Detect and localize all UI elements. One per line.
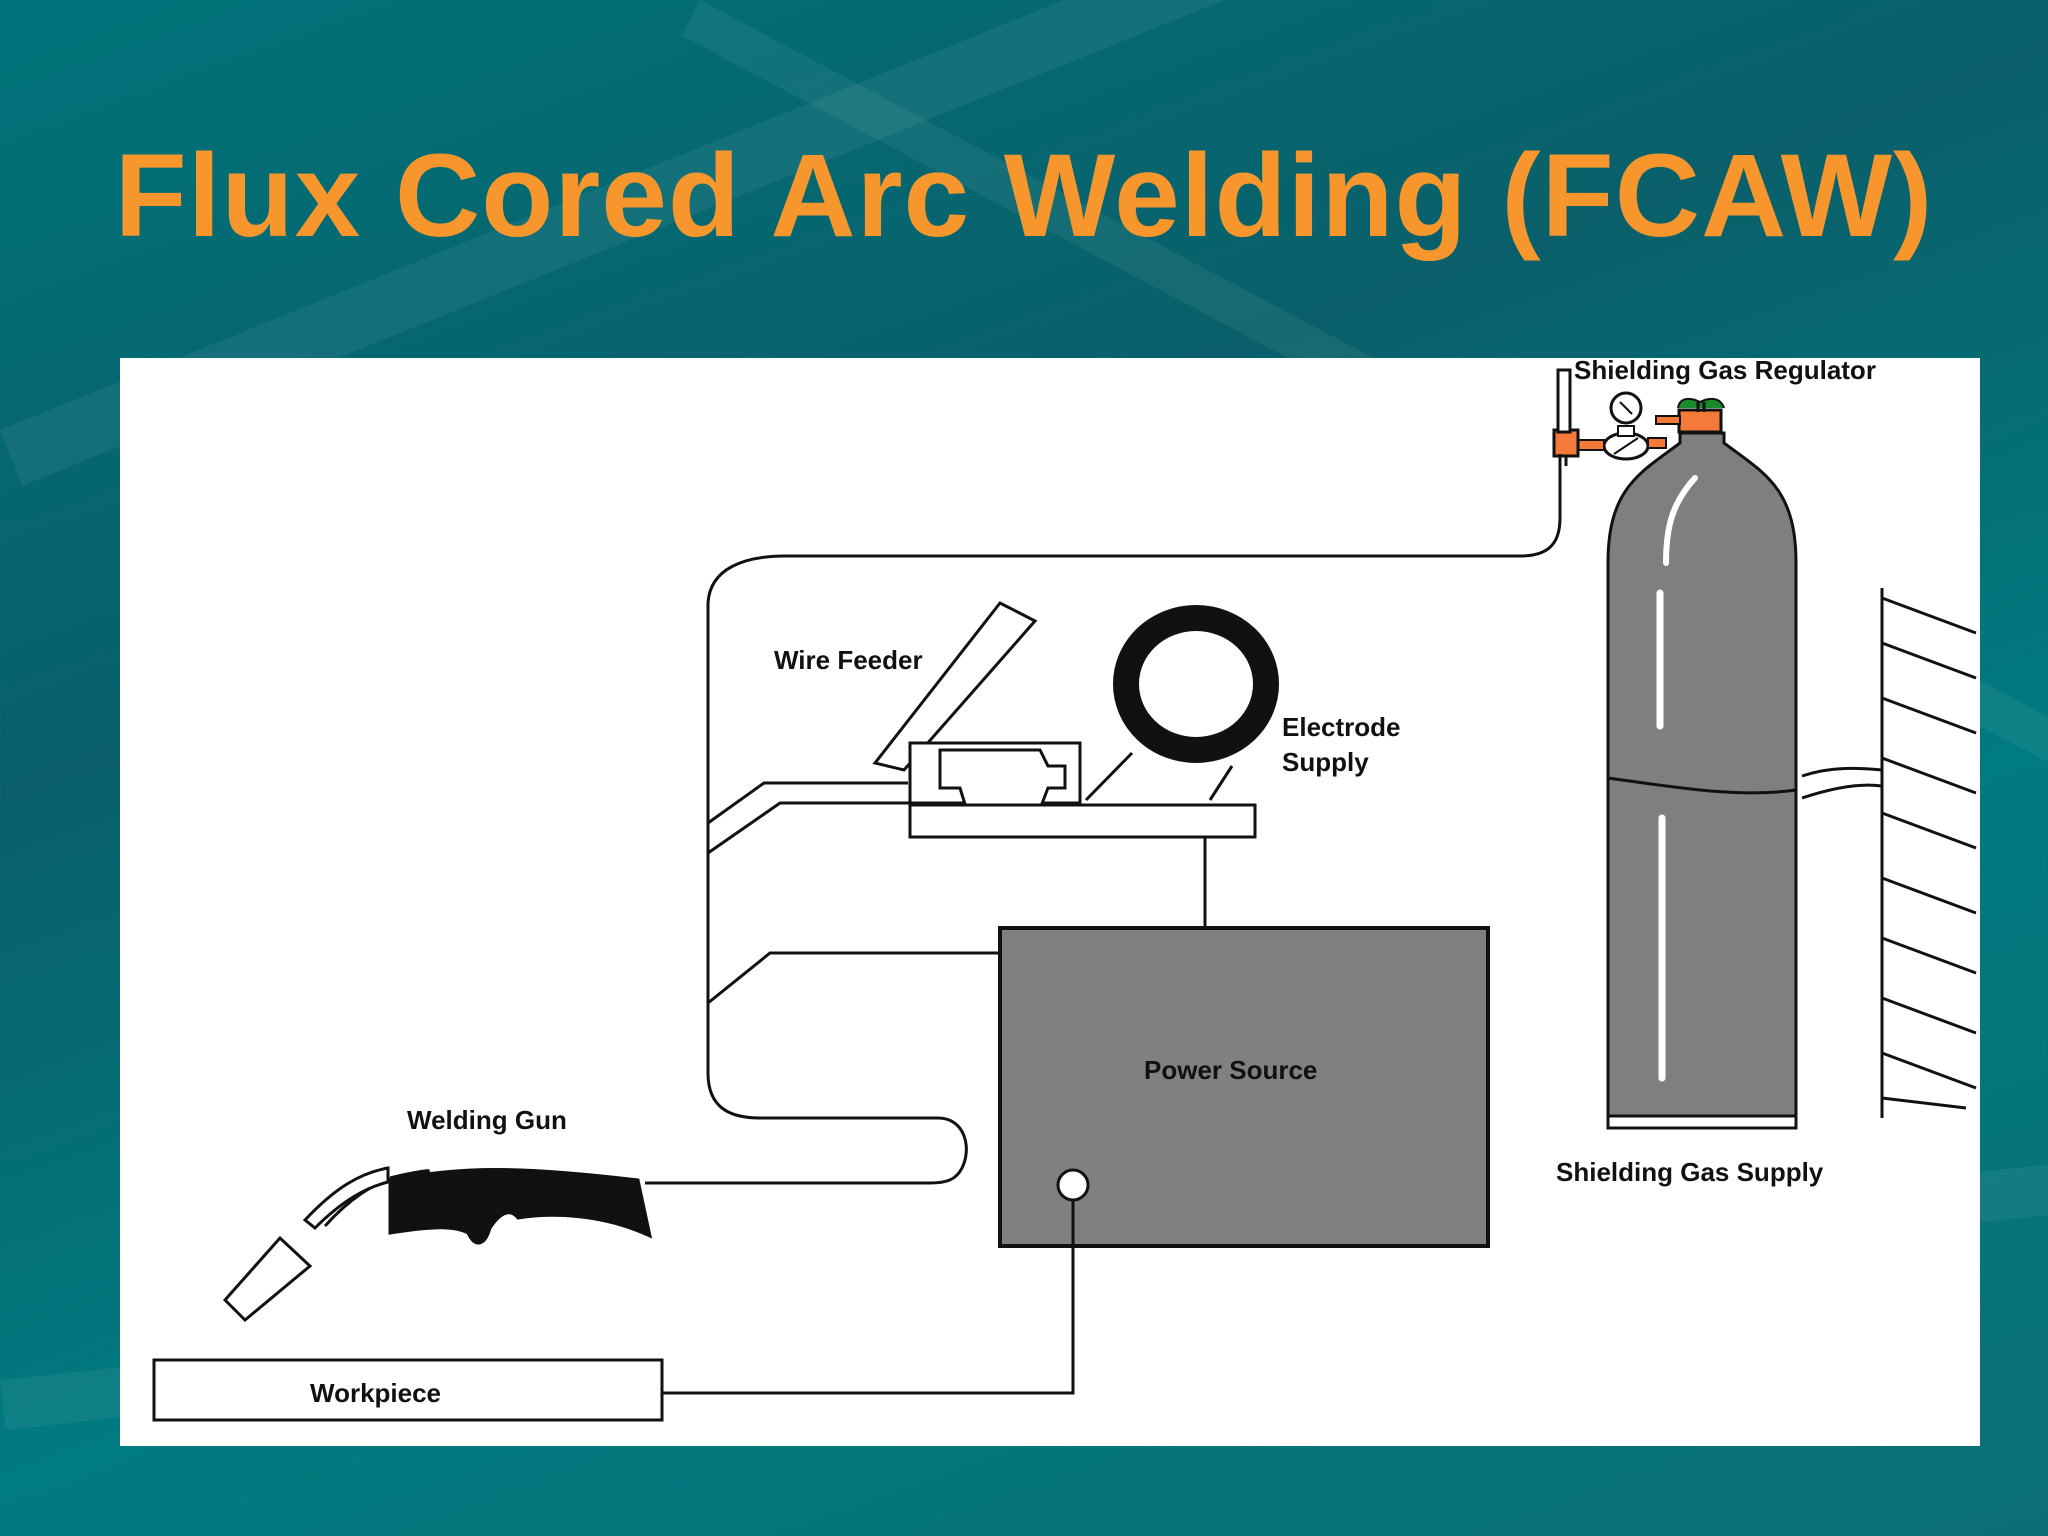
cylinder-chain: [1801, 766, 1883, 800]
power-source: [662, 926, 1490, 1395]
fcaw-diagram: Shielding Gas Regulator Wire Feeder Elec…: [152, 358, 1977, 1422]
gas-hose: [645, 454, 1562, 1185]
cable-bundle-lower: [707, 951, 1000, 1005]
label-workpiece: Workpiece: [310, 1378, 441, 1408]
gas-cylinder: [1606, 431, 1798, 1130]
diagram-panel: Shielding Gas Regulator Wire Feeder Elec…: [120, 358, 1980, 1446]
label-electrode-line1: Electrode: [1282, 712, 1401, 742]
label-wire-feeder: Wire Feeder: [774, 645, 923, 675]
label-power-source: Power Source: [1144, 1055, 1317, 1085]
workpiece: [152, 1358, 664, 1422]
slide-title: Flux Cored Arc Welding (FCAW): [114, 130, 1934, 262]
shielding-gas-regulator: [1552, 368, 1725, 466]
wire-feeder: [872, 601, 1257, 926]
electrode-supply-spool: [1084, 605, 1279, 802]
wall: [1880, 588, 1977, 1118]
label-shielding-gas-supply: Shielding Gas Supply: [1556, 1157, 1824, 1187]
welding-gun: [222, 1166, 653, 1323]
label-welding-gun: Welding Gun: [407, 1105, 567, 1135]
cable-bundle-upper: [707, 781, 920, 855]
label-shielding-gas-regulator: Shielding Gas Regulator: [1574, 358, 1876, 385]
label-electrode-line2: Supply: [1282, 747, 1369, 777]
